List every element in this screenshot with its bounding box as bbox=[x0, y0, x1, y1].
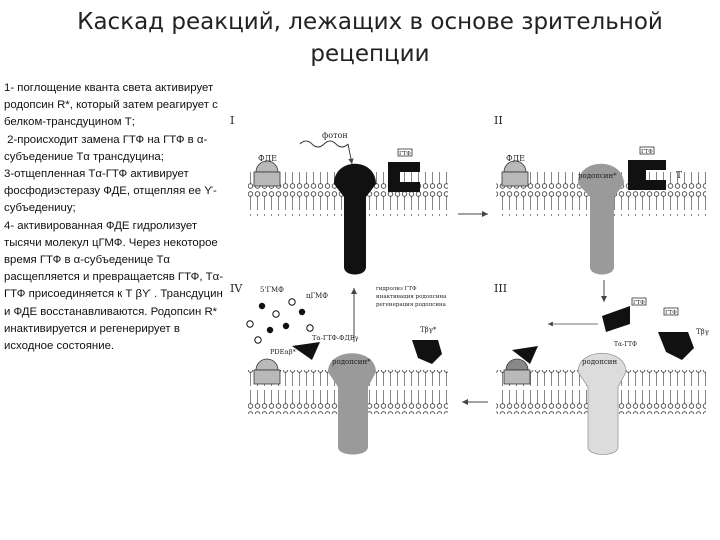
gtp-2-label: ГТФ bbox=[641, 149, 653, 155]
inactivation-label-2: инактивация родопсина bbox=[376, 294, 447, 300]
photon-label: фотон bbox=[322, 131, 348, 140]
rhodopsin-4-label: родопсин* bbox=[332, 358, 371, 366]
rhodopsin-2-label: родопсин* bbox=[578, 172, 617, 180]
panel-3: III родопсин ГТФ ГТФ Тβγ Tα-ГТФ bbox=[494, 282, 709, 455]
ta-gtp-3-label: Tα-ГТФ bbox=[614, 341, 637, 348]
pde-2-top bbox=[503, 160, 527, 173]
panel-4: IV родопсин* Tα-ГТФ-ФДЕγ PDEαβ* 5'ГМФ цГ… bbox=[230, 282, 448, 455]
rhodopsin-3 bbox=[577, 352, 627, 455]
inactivation-label-3: регенерация родопсина bbox=[376, 302, 447, 308]
gtp-2-box bbox=[639, 146, 655, 155]
rhodopsin-4 bbox=[328, 353, 376, 455]
transduction-cascade-diagram: I ФДЕ ГТФ фотон II родопсин* ФДЕ ГТФ Т I bbox=[226, 102, 720, 482]
pde-3-body bbox=[503, 369, 531, 385]
inactivation-label-1: гидролиз ГТФ bbox=[376, 286, 417, 292]
tbg-4 bbox=[412, 340, 442, 364]
gtp-3a-label: ГТФ bbox=[633, 300, 645, 306]
gtp-1-label: ГТФ bbox=[399, 151, 411, 157]
cgmp-label: цГМФ bbox=[306, 292, 328, 300]
page-title: Каскад реакций, лежащих в основе зритель… bbox=[77, 9, 663, 67]
panel-1: I ФДЕ ГТФ фотон bbox=[230, 114, 448, 275]
steps-text: 1- поглощение кванта света активирует ро… bbox=[4, 80, 226, 355]
photon-wave bbox=[299, 140, 349, 148]
pde-act-label: PDEαβ* bbox=[270, 348, 296, 356]
panel-1-label: I bbox=[230, 114, 234, 127]
panel-4-label: IV bbox=[230, 282, 243, 295]
gtp-1-box bbox=[397, 148, 413, 157]
panel-2: II родопсин* ФДЕ ГТФ Т bbox=[494, 114, 706, 275]
pde-1-body bbox=[253, 171, 281, 187]
ta-gtp-pde-4 bbox=[292, 342, 320, 360]
gtp-3a-box bbox=[631, 297, 647, 306]
pde-4-top bbox=[255, 358, 279, 371]
pde-1-top bbox=[255, 160, 279, 173]
rhodopsin-3-label: родопсин bbox=[582, 358, 617, 366]
pde-3-top bbox=[505, 358, 529, 371]
rhodopsin-active-2 bbox=[578, 163, 624, 275]
pde-4-body bbox=[253, 369, 281, 385]
photon-arrow bbox=[347, 143, 354, 165]
tbg-3-label: Тβγ bbox=[696, 328, 709, 336]
step-3: 3-отщепленная Tα-ГТФ активирует фосфодиэ… bbox=[4, 168, 217, 215]
gtp-3b-label: ГТФ bbox=[665, 310, 677, 316]
ta-gtp-bound-3 bbox=[512, 346, 538, 364]
gtp-3b-box bbox=[663, 307, 679, 316]
pde-1-label: ФДЕ bbox=[258, 154, 277, 163]
step-1: 1- поглощение кванта света активирует ро… bbox=[4, 82, 221, 129]
rhodopsin-dark bbox=[334, 163, 376, 275]
pde-2-label: ФДЕ bbox=[506, 154, 525, 163]
ta-gtp-pde-label: Tα-ГТФ-ФДЕγ bbox=[312, 334, 359, 342]
cgmp-molecules bbox=[246, 298, 314, 344]
tbg-3 bbox=[658, 332, 694, 360]
pde-2-body bbox=[501, 171, 529, 187]
transducin-2 bbox=[628, 160, 666, 190]
panel-2-label: II bbox=[494, 114, 503, 127]
transducin-1 bbox=[388, 162, 420, 192]
ta-gtp-3 bbox=[602, 306, 630, 332]
step-4: 4- активированная ФДЕ гидролизует тысячи… bbox=[4, 219, 227, 353]
gmp5-label: 5'ГМФ bbox=[260, 286, 284, 294]
panel-3-label: III bbox=[494, 282, 507, 295]
tbg-4-label: Тβγ* bbox=[420, 326, 437, 334]
t-2-label: Т bbox=[676, 171, 682, 181]
step-2: 2-происходит замена ГТФ на ГТФ в α-субъе… bbox=[4, 133, 208, 163]
